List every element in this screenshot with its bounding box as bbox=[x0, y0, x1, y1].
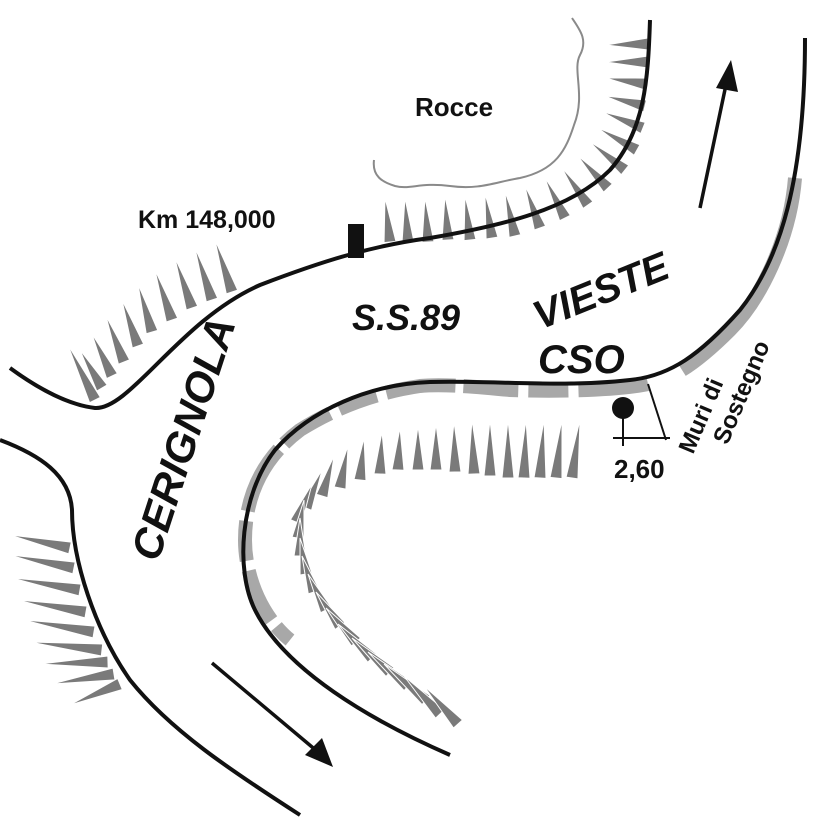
slope-hatch-mark bbox=[504, 191, 522, 238]
vieste-label: VIESTE bbox=[527, 244, 677, 339]
rocks-label: Rocce bbox=[415, 92, 493, 122]
lower-left-slope-hatching bbox=[9, 534, 124, 706]
direction-arrow-up bbox=[698, 60, 738, 209]
slope-hatch-mark bbox=[484, 193, 499, 240]
slope-hatch-mark bbox=[39, 655, 109, 669]
slope-hatch-mark bbox=[577, 155, 614, 193]
direction-arrow-down bbox=[210, 661, 333, 767]
slope-hatch-mark bbox=[605, 37, 649, 51]
slope-hatch-mark bbox=[17, 599, 88, 619]
slope-hatch-mark bbox=[448, 421, 462, 473]
slope-hatch-mark bbox=[483, 419, 497, 477]
slope-hatch-mark bbox=[353, 437, 367, 482]
km-marker-post bbox=[348, 224, 364, 258]
slope-hatch-mark bbox=[154, 269, 179, 323]
slope-hatch-mark bbox=[315, 455, 335, 499]
distance-label: 2,60 bbox=[614, 454, 665, 484]
slope-hatch-mark bbox=[429, 423, 443, 471]
slope-hatch-mark bbox=[137, 283, 159, 335]
slope-hatch-mark bbox=[23, 619, 96, 639]
slope-hatch-mark bbox=[105, 315, 131, 365]
slope-hatch-mark bbox=[9, 534, 72, 555]
slope-hatch-mark bbox=[533, 419, 547, 479]
slope-hatch-mark bbox=[333, 445, 349, 490]
cerignola-label: CERIGNOLA bbox=[122, 312, 245, 566]
slope-hatch-mark bbox=[524, 185, 547, 231]
slope-hatch-mark bbox=[69, 677, 124, 706]
retaining-walls-label: Muri di Sostegno bbox=[674, 326, 776, 468]
slope-hatch-mark bbox=[423, 685, 464, 729]
slope-hatch-mark bbox=[11, 577, 82, 597]
km-marker-label: Km 148,000 bbox=[138, 206, 276, 234]
slope-hatch-mark bbox=[604, 95, 648, 113]
slope-hatch-mark bbox=[174, 257, 199, 311]
upper-slope-hatching bbox=[383, 37, 649, 244]
slope-hatch-mark bbox=[391, 427, 405, 471]
slope-hatch-mark bbox=[403, 675, 446, 719]
slope-hatch-mark bbox=[605, 77, 648, 91]
slope-hatch-mark bbox=[421, 197, 435, 243]
slope-hatch-mark bbox=[79, 349, 108, 392]
slope-hatch-mark bbox=[214, 239, 239, 295]
dimension-lines bbox=[613, 383, 670, 446]
cso-label: CSO bbox=[538, 338, 625, 382]
slope-hatch-mark bbox=[9, 554, 76, 575]
slope-hatch-mark bbox=[561, 167, 594, 210]
slope-hatch-mark bbox=[597, 127, 641, 156]
slope-hatch-mark bbox=[589, 141, 630, 176]
slope-hatch-mark bbox=[549, 419, 563, 480]
slope-hatch-mark bbox=[67, 344, 102, 404]
slope-hatch-mark bbox=[401, 197, 415, 243]
slope-hatch-mark bbox=[565, 419, 581, 480]
slope-hatch-mark bbox=[194, 247, 219, 303]
slope-hatch-mark bbox=[29, 641, 104, 657]
slope-hatch-mark bbox=[51, 667, 116, 685]
slope-hatch-mark bbox=[501, 419, 515, 479]
inner-curve-slope-hatching bbox=[289, 419, 581, 729]
slope-hatch-mark bbox=[544, 177, 572, 222]
slope-hatch-mark bbox=[441, 195, 455, 241]
slope-hatch-mark bbox=[411, 425, 425, 471]
road-edge-lower-left bbox=[0, 438, 302, 817]
retaining-wall-inner bbox=[237, 377, 650, 646]
rock-outline bbox=[372, 17, 585, 189]
slope-hatch-mark bbox=[121, 299, 145, 349]
slope-hatch-mark bbox=[91, 333, 119, 380]
slope-hatch-mark bbox=[463, 195, 477, 242]
left-slope-hatching bbox=[67, 239, 239, 404]
slope-hatch-mark bbox=[467, 419, 481, 475]
road-code-label: S.S.89 bbox=[352, 297, 460, 338]
slope-hatch-mark bbox=[373, 431, 387, 475]
slope-hatch-mark bbox=[289, 483, 313, 526]
slope-hatch-mark bbox=[517, 419, 531, 479]
road-edge-right bbox=[241, 37, 807, 757]
slope-hatch-mark bbox=[383, 197, 397, 244]
retaining-wall-right bbox=[678, 177, 802, 376]
slope-hatch-mark bbox=[605, 55, 649, 69]
